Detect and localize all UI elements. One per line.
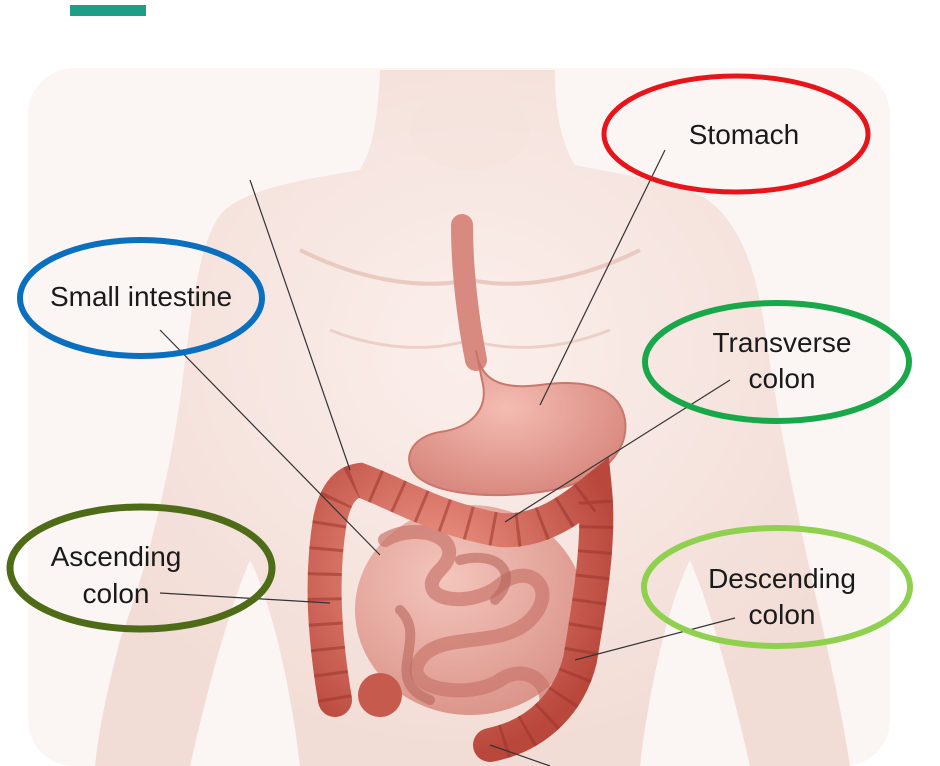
- transverse-colon-label-line1: Transverse: [712, 327, 851, 358]
- small-intestine-label: Small intestine: [50, 281, 232, 312]
- transverse-colon-label-line2: colon: [749, 363, 816, 394]
- descending-colon-label-line2: colon: [749, 599, 816, 630]
- ascending-colon-label-line2: colon: [83, 578, 150, 609]
- ascending-colon-label-line1: Ascending: [51, 541, 182, 572]
- descending-colon-label-line1: Descending: [708, 563, 856, 594]
- stomach-label: Stomach: [689, 119, 800, 150]
